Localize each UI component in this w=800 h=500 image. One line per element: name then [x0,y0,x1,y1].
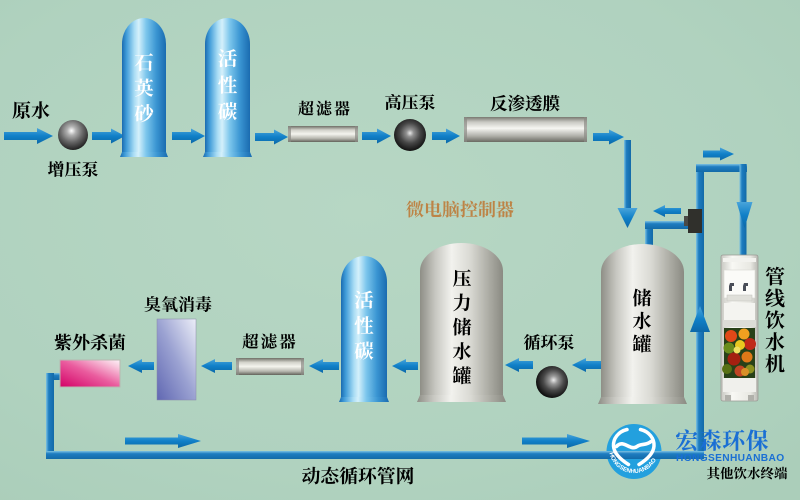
svg-text:HONGSENHUANBAO: HONGSENHUANBAO [676,453,784,464]
